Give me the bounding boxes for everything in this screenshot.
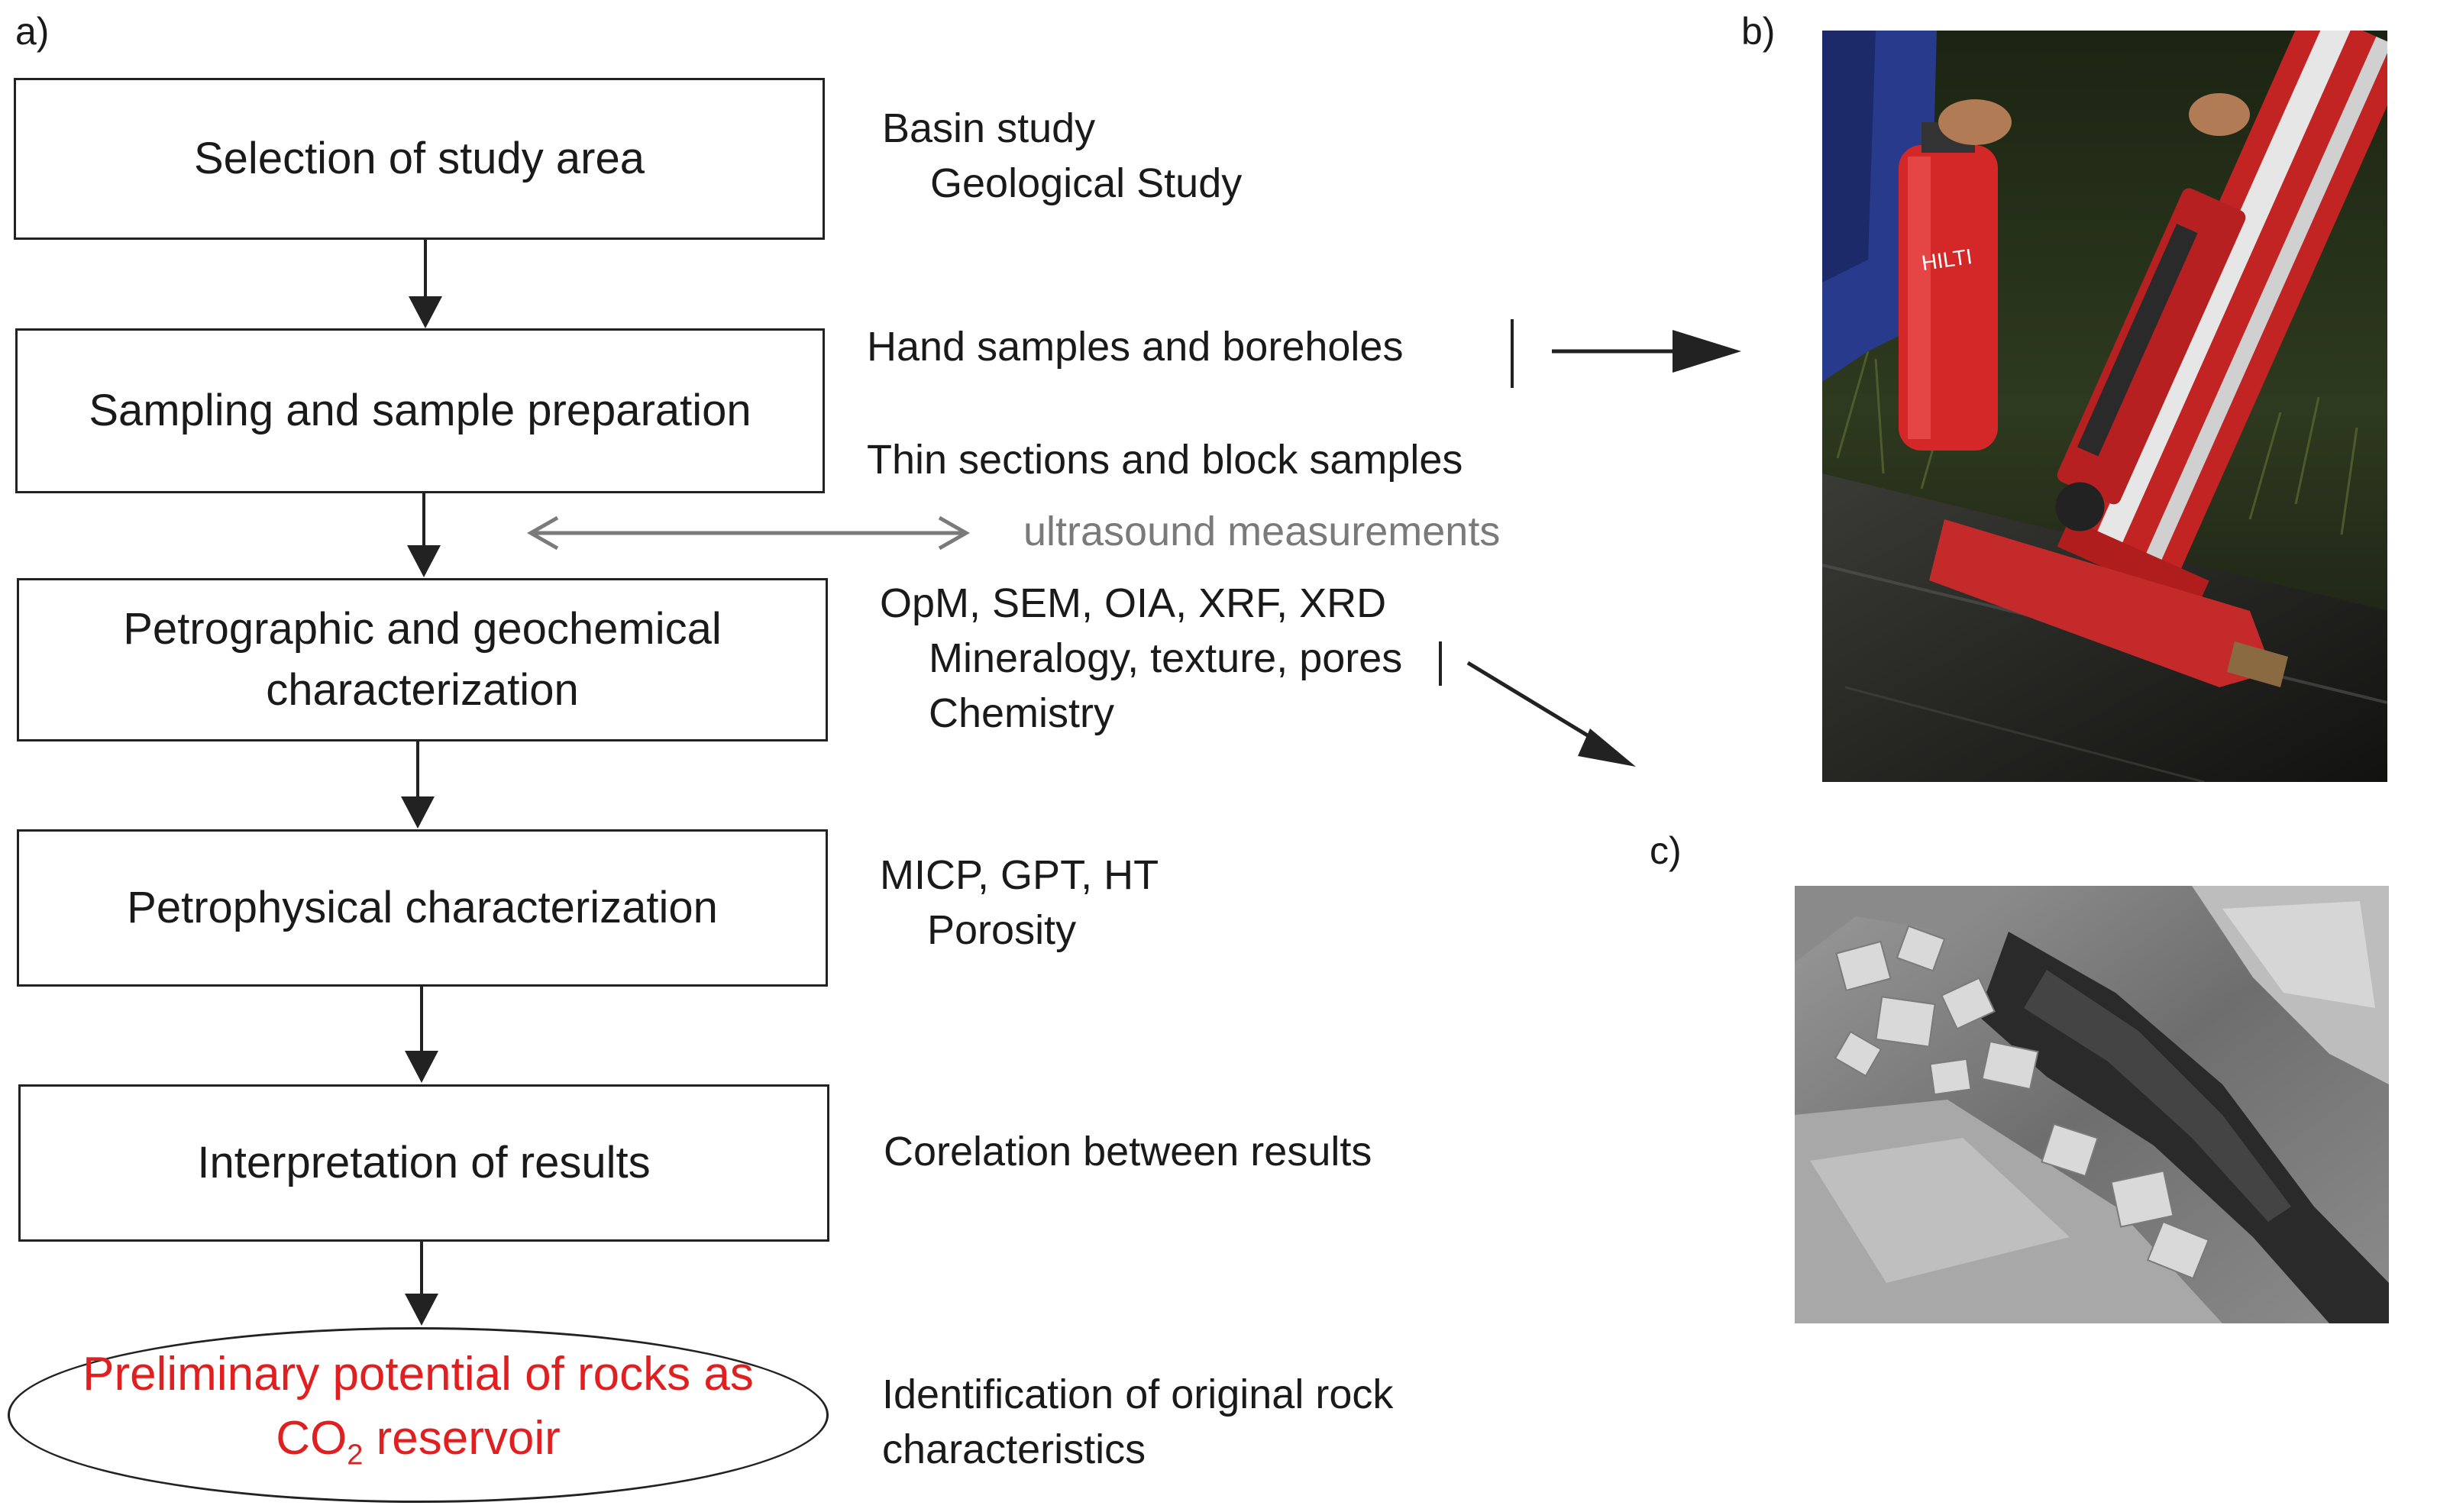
flow-box-interpretation: Interpretation of results (18, 1084, 829, 1242)
note-correlation: Corelation between results (884, 1129, 1372, 1174)
note-basin-study: Basin study (882, 105, 1096, 151)
note-petrophysics-methods: MICP, GPT, HT (880, 852, 1159, 898)
panel-label-a: a) (15, 10, 50, 53)
flow-box-petrophysical-label: Petrophysical characterization (127, 883, 718, 932)
flow-box-petrographic-line2: characterization (266, 665, 579, 715)
note-mineralogy: Mineralogy, texture, pores (929, 635, 1403, 681)
note-identification: Identification of original rock (882, 1371, 1394, 1417)
flow-box-sampling-label: Sampling and sample preparation (89, 386, 751, 435)
note-ultrasound: ultrasound measurements (1023, 509, 1501, 554)
ultrasound-double-arrow (526, 515, 971, 551)
result-oval-line2: CO2 reservoir (276, 1407, 561, 1487)
note-characteristics: characteristics (882, 1426, 1146, 1472)
flow-box-interpretation-label: Interpretation of results (197, 1138, 651, 1187)
result-co-text: CO (276, 1412, 347, 1465)
arrow-to-photo-c (1466, 661, 1636, 767)
arrow-to-photo-b (1552, 330, 1741, 373)
flow-box-sampling: Sampling and sample preparation (15, 328, 825, 493)
flow-box-petrographic-line1: Petrographic and geochemical (123, 604, 722, 654)
note-thin-sections: Thin sections and block samples (867, 437, 1463, 483)
field-drilling-photo: HILTI (1822, 31, 2387, 782)
flow-arrows (401, 240, 442, 1326)
note-geological-study: Geological Study (930, 160, 1243, 206)
panel-label-b: b) (1741, 10, 1776, 53)
note-chemistry: Chemistry (929, 690, 1115, 736)
flow-box-selection: Selection of study area (14, 78, 825, 240)
result-subscript: 2 (347, 1439, 364, 1472)
result-reservoir-text: reservoir (363, 1412, 561, 1465)
result-oval: Preliminary potential of rocks as CO2 re… (8, 1327, 829, 1503)
flow-box-petrophysical: Petrophysical characterization (17, 829, 828, 987)
result-oval-line1: Preliminary potential of rocks as (82, 1348, 754, 1401)
panel-label-c: c) (1650, 829, 1682, 872)
note-hand-samples: Hand samples and boreholes (867, 324, 1404, 370)
flow-box-selection-label: Selection of study area (193, 134, 645, 183)
sem-micrograph (1795, 886, 2389, 1323)
note-analysis-methods: OpM, SEM, OIA, XRF, XRD (880, 580, 1387, 626)
flow-box-petrographic: Petrographic and geochemical characteriz… (17, 578, 828, 741)
note-porosity: Porosity (927, 907, 1077, 953)
